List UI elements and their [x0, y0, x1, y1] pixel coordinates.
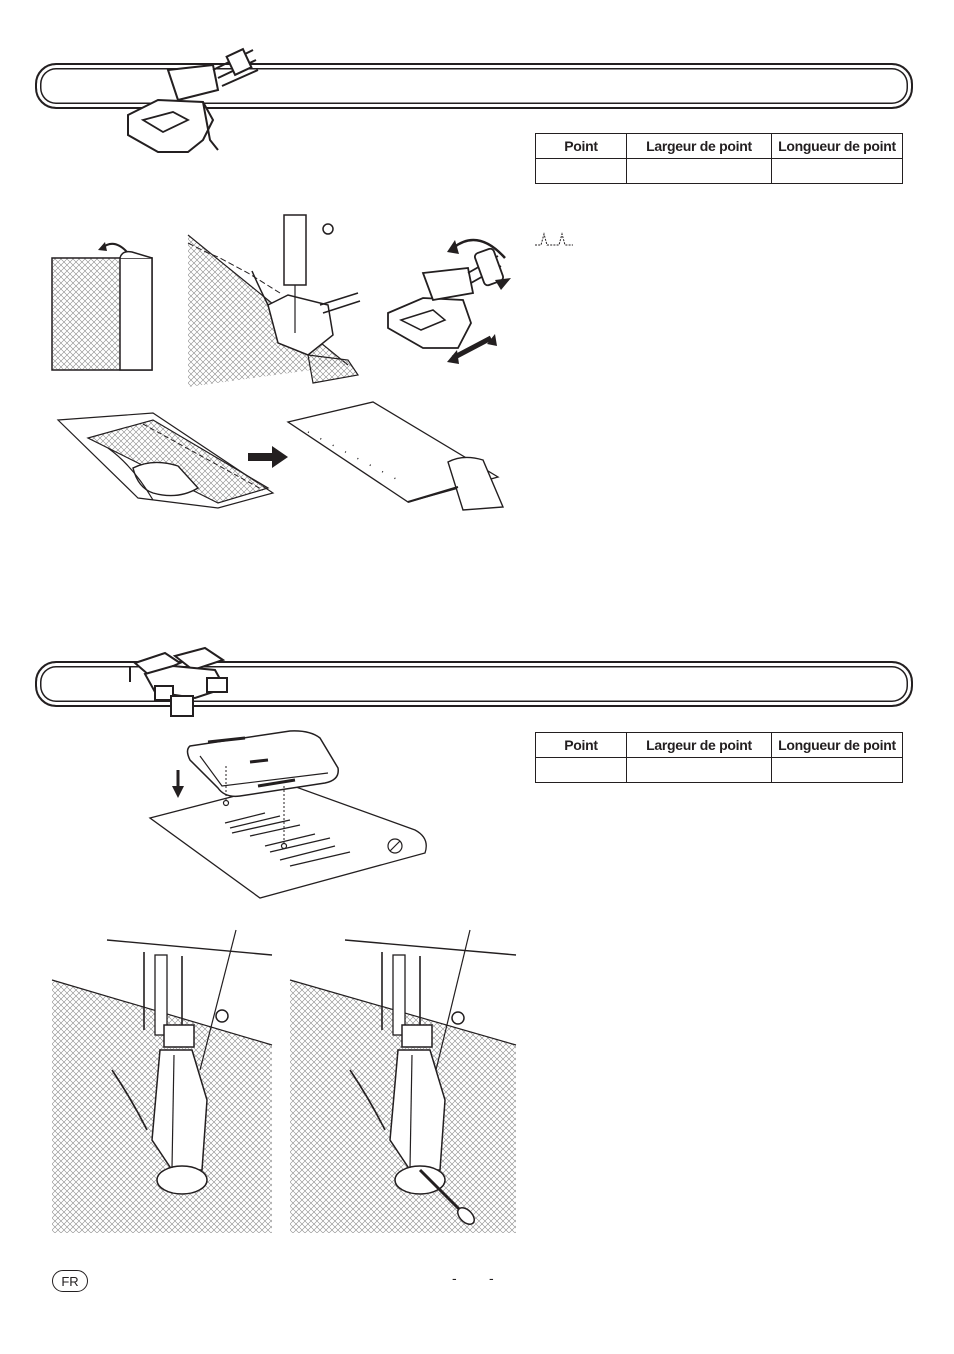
table-cell-point	[535, 757, 627, 783]
button-foot-illustration	[129, 646, 228, 717]
table-cell-stitch-length	[771, 757, 903, 783]
folded-fabric-figure	[51, 242, 153, 371]
guide-adjust-figure	[387, 238, 511, 364]
table-header-stitch-length: Longueur de point	[771, 732, 903, 758]
button-sewing-figure-left	[51, 929, 273, 1233]
page-marker-left: -	[452, 1270, 457, 1286]
table-cell-stitch-length	[771, 158, 903, 184]
table-header-point: Point	[535, 732, 627, 758]
finished-hem-figure	[286, 401, 505, 511]
blind-hem-foot-illustration	[127, 47, 259, 153]
sewing-blind-hem-figure	[187, 214, 361, 387]
section-1-settings-table: Point Largeur de point Longueur de point	[535, 133, 903, 184]
section-2-settings-table: Point Largeur de point Longueur de point	[535, 732, 903, 783]
screwdriver-icon	[418, 1168, 462, 1212]
arrow-icon	[248, 446, 288, 468]
table-cell-point	[535, 158, 627, 184]
page-marker-right: -	[489, 1270, 494, 1286]
hem-hand-figure	[56, 412, 275, 509]
blind-hem-stitch-symbol-icon	[535, 232, 573, 246]
language-badge: FR	[52, 1270, 88, 1292]
button-sewing-figure-right	[289, 929, 517, 1233]
cover-plate-figure	[148, 730, 427, 899]
table-header-stitch-length: Longueur de point	[771, 133, 903, 159]
table-header-stitch-width: Largeur de point	[626, 133, 772, 159]
table-cell-stitch-width	[626, 757, 772, 783]
table-header-point: Point	[535, 133, 627, 159]
table-cell-stitch-width	[626, 158, 772, 184]
table-header-stitch-width: Largeur de point	[626, 732, 772, 758]
